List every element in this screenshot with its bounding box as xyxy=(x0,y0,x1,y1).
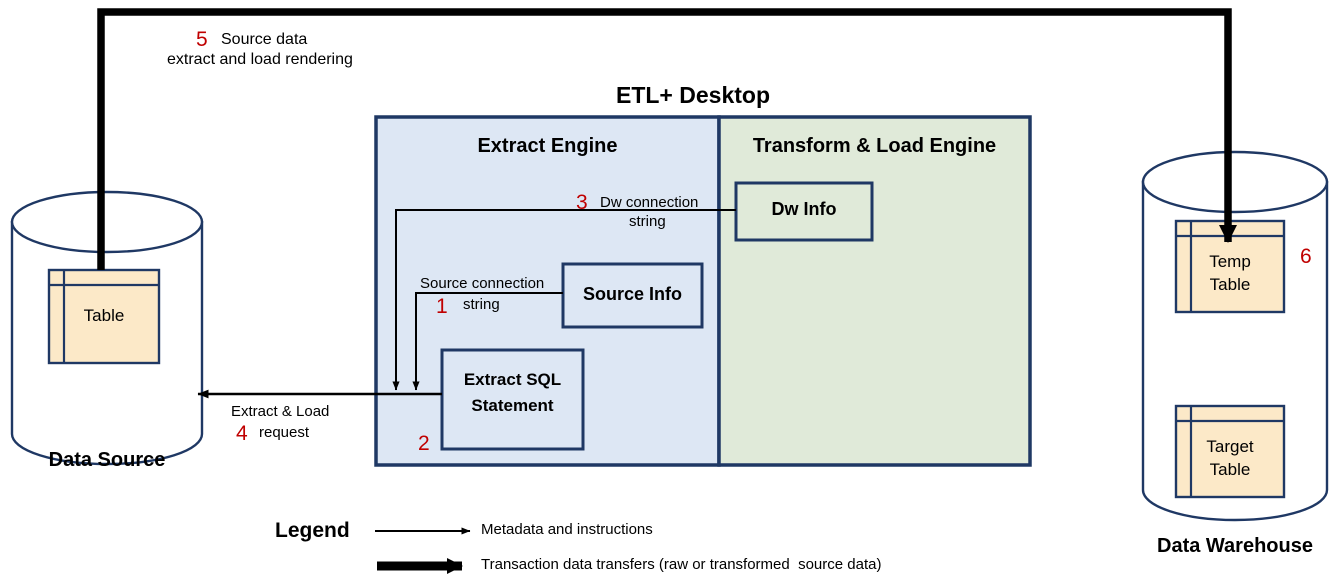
temp-table-label-line1: Temp xyxy=(1209,252,1251,271)
step-3-number: 3 xyxy=(576,191,588,214)
extract-sql-label-line1: Extract SQL xyxy=(463,370,562,389)
extract-sql-box xyxy=(440,348,585,451)
step-2-number: 2 xyxy=(418,432,430,455)
source-info-box xyxy=(561,262,704,329)
data-source-table-icon xyxy=(47,268,161,365)
transform-load-engine-label: Transform & Load Engine xyxy=(752,135,997,157)
legend-item-1-label: Metadata and instructions xyxy=(481,521,653,538)
step-1-label-line1: Source connection xyxy=(420,275,545,292)
data-warehouse-caption: Data Warehouse xyxy=(1157,535,1313,557)
step-5-label-line1: Source data xyxy=(221,31,308,48)
target-table-icon xyxy=(1174,404,1286,499)
step-3-label-line2: string xyxy=(629,213,666,230)
step-4-label-line1: Extract & Load xyxy=(231,403,330,420)
legend-title: Legend xyxy=(275,519,350,542)
transaction-data-flow-path xyxy=(97,8,1237,270)
target-table-label-line1: Target xyxy=(1206,437,1254,456)
data-source-table-label: Table xyxy=(83,306,125,325)
step-6-number: 6 xyxy=(1300,245,1312,268)
source-info-label: Source Info xyxy=(582,284,682,304)
step-1-label-line2: string xyxy=(463,296,500,313)
step-4-number: 4 xyxy=(236,422,248,445)
step-1-number: 1 xyxy=(436,295,448,318)
dw-connection-flow-line xyxy=(392,209,736,391)
dw-info-box xyxy=(734,181,874,242)
extract-engine-label: Extract Engine xyxy=(477,135,618,157)
step-5-label-line2: extract and load rendering xyxy=(167,51,353,68)
step-5-number: 5 xyxy=(196,28,208,51)
transform-load-engine-panel xyxy=(717,115,1032,467)
temp-table-label-line2: Table xyxy=(1209,275,1251,294)
target-table-label-line2: Table xyxy=(1209,460,1251,479)
extract-sql-label-line2: Statement xyxy=(471,396,554,415)
data-source-caption: Data Source xyxy=(48,449,166,471)
source-connection-flow-line xyxy=(412,292,563,391)
page-title: ETL+ Desktop xyxy=(615,82,770,108)
step-3-label-line1: Dw connection xyxy=(600,194,699,211)
step-4-label-line2: request xyxy=(259,424,310,441)
dw-info-label: Dw Info xyxy=(771,199,837,219)
legend-item-2-label: Transaction data transfers (raw or trans… xyxy=(481,556,882,573)
